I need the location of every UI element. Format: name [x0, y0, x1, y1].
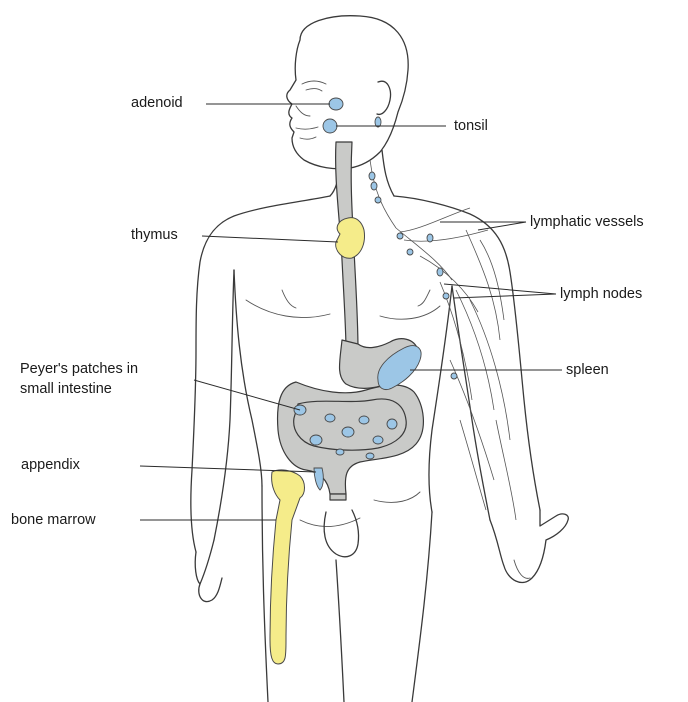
lymphatic-vessel-network [370, 160, 516, 520]
label-peyers-line1: Peyer's patches in [20, 360, 138, 379]
thymus-leader [202, 236, 338, 242]
label-bone-marrow: bone marrow [11, 511, 96, 530]
label-tonsil: tonsil [454, 117, 488, 136]
adenoid-shape [329, 98, 343, 110]
appendix-leader [140, 466, 316, 472]
label-peyers-line2: small intestine [20, 380, 112, 399]
lymph-nodes-leader-2 [454, 294, 556, 298]
appendix-shape [314, 468, 323, 490]
thymus-shape [336, 218, 365, 259]
lymph-nodes-leader-1 [444, 284, 556, 294]
label-appendix: appendix [21, 456, 80, 475]
label-thymus: thymus [131, 226, 178, 245]
bone-marrow-shape [270, 470, 305, 664]
label-spleen: spleen [566, 361, 609, 380]
label-lymph-nodes: lymph nodes [560, 285, 642, 304]
label-lymphatic-vessels: lymphatic vessels [530, 213, 644, 232]
label-adenoid: adenoid [131, 94, 183, 113]
tonsil-shape [323, 119, 337, 133]
digestive-tract [278, 142, 424, 500]
